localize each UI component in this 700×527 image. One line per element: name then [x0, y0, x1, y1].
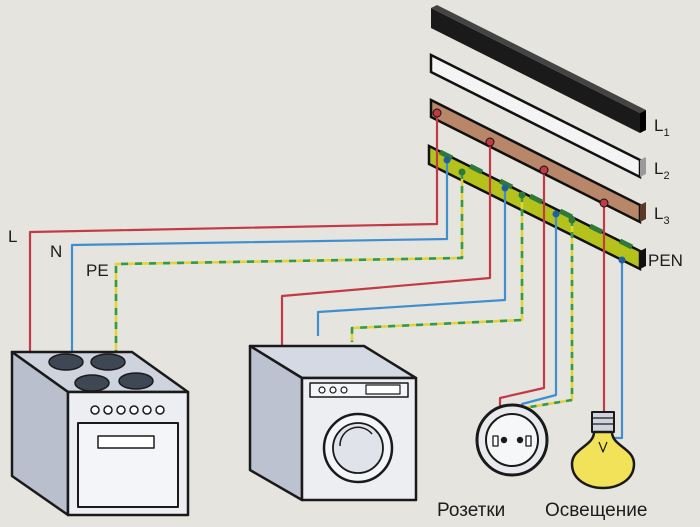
busbar-l1 — [431, 5, 646, 133]
stove-icon — [10, 350, 190, 517]
wire-lamp-neutral — [612, 260, 624, 440]
busbar-label-l3: L3 — [654, 204, 670, 227]
light-bulb-icon — [570, 411, 636, 490]
socket-icon — [475, 403, 549, 477]
wire-washer-phase — [280, 142, 492, 348]
wire-label-n: N — [50, 242, 62, 261]
wire-stove-phase — [28, 113, 439, 352]
busbar-l2 — [429, 52, 646, 180]
busbar-l3 — [429, 97, 646, 225]
wire-label-pe: PE — [86, 261, 109, 280]
caption-sockets: Розетки — [437, 500, 505, 521]
busbar-label-pen: PEN — [648, 251, 683, 270]
connection-points — [432, 108, 626, 264]
busbar-label-l1: L1 — [654, 116, 670, 139]
wire-washer-neutral — [316, 188, 507, 336]
busbar-pen — [427, 143, 646, 272]
caption-lighting: Освещение — [545, 500, 647, 521]
wire-stove-neutral — [70, 160, 449, 352]
busbar-label-l2: L2 — [654, 159, 670, 182]
washing-machine-icon — [248, 344, 418, 502]
wire-label-l: L — [8, 227, 17, 246]
